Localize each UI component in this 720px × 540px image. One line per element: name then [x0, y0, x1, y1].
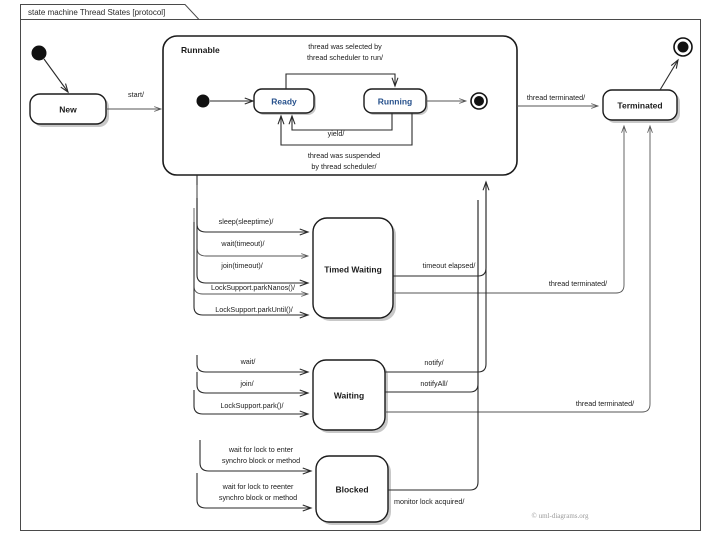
label-lock-reenter-line1: wait for lock to reenter	[222, 482, 294, 491]
label-wait-timeout: wait(timeout)/	[220, 239, 264, 248]
label-park-until: LockSupport.parkUntil()/	[215, 305, 293, 314]
edge-join	[196, 372, 310, 397]
edge-running-to-ready-suspended	[277, 113, 413, 146]
edge-lock-reenter	[196, 473, 313, 512]
initial-pseudostate-start	[31, 45, 69, 94]
label-notify-all: notifyAll/	[420, 379, 447, 388]
watermark-text: © uml-diagrams.org	[532, 512, 589, 520]
edge-lock-enter	[199, 440, 313, 475]
label-park-nanos: LockSupport.parkNanos()/	[211, 283, 295, 292]
edge-park	[193, 390, 310, 418]
label-park: LockSupport.park()/	[220, 401, 283, 410]
edge-park-until	[193, 222, 310, 319]
transition-runnable-terminated: thread terminated/	[517, 93, 600, 109]
transition-yield: yield/	[288, 113, 393, 138]
frame-title-tab	[20, 4, 201, 20]
transitions-to-timed-waiting: sleep(sleeptime)/ wait(timeout)/ join(ti…	[193, 175, 310, 319]
label-suspended-line1: thread was suspended	[308, 151, 380, 160]
transition-suspended: thread was suspended by thread scheduler…	[277, 113, 413, 171]
transition-selected-to-run: thread was selected by thread scheduler …	[285, 42, 399, 89]
label-join-timeout: join(timeout)/	[220, 261, 263, 270]
label-join: join/	[239, 379, 253, 388]
label-suspended-line2: by thread scheduler/	[311, 162, 376, 171]
frame-title-text: state machine Thread States [protocol]	[28, 8, 165, 17]
label-thread-terminated-waiting: thread terminated/	[576, 399, 634, 408]
state-blocked-box	[315, 455, 389, 523]
state-terminated[interactable]: Terminated	[602, 89, 680, 123]
label-lock-enter-line1: wait for lock to enter	[228, 445, 294, 454]
initial-pseudostate-runnable-icon	[196, 94, 210, 108]
transition-monitor-acquired: monitor lock acquired/	[388, 200, 479, 506]
composite-runnable-box	[162, 35, 518, 176]
edge-monitor-acquired	[388, 200, 479, 491]
transitions-to-blocked: wait for lock to enter synchro block or …	[196, 440, 313, 512]
label-notify: notify/	[424, 358, 443, 367]
state-waiting[interactable]: Waiting	[312, 359, 388, 433]
state-running[interactable]: Running	[363, 88, 428, 115]
state-timed-waiting-label: Timed Waiting	[324, 264, 382, 274]
edge-initial-to-new	[43, 58, 69, 94]
label-wait: wait/	[240, 357, 256, 366]
transition-timed-waiting-terminated: thread terminated/	[393, 124, 627, 294]
label-monitor-acquired: monitor lock acquired/	[394, 497, 464, 506]
state-new-label: New	[59, 104, 77, 114]
state-ready-box	[253, 88, 315, 114]
edge-wait	[196, 355, 310, 376]
label-sleep: sleep(sleeptime)/	[219, 217, 274, 226]
state-ready[interactable]: Ready	[253, 88, 316, 115]
final-state-runnable-inner	[474, 96, 484, 106]
state-timed-waiting-box	[312, 217, 394, 319]
state-terminated-box	[602, 89, 678, 121]
state-terminated-label: Terminated	[617, 100, 662, 110]
label-start: start/	[128, 90, 144, 99]
edge-terminated-to-final	[659, 58, 679, 91]
edge-running-to-ready-yield	[288, 113, 393, 131]
transition-terminated-to-final	[659, 37, 693, 91]
label-selected-line2: thread scheduler to run/	[307, 53, 383, 62]
transition-running-to-final	[426, 92, 488, 110]
edge-join-timeout	[196, 198, 310, 287]
state-blocked-label: Blocked	[335, 484, 368, 494]
state-timed-waiting[interactable]: Timed Waiting	[312, 217, 396, 321]
label-lock-reenter-line2: synchro block or method	[219, 493, 297, 502]
label-lock-enter-line2: synchro block or method	[222, 456, 300, 465]
state-running-label: Running	[378, 96, 412, 106]
transitions-to-waiting: wait/ join/ LockSupport.park()/	[193, 355, 310, 418]
label-timeout-elapsed: timeout elapsed/	[423, 261, 476, 270]
state-waiting-label: Waiting	[334, 390, 364, 400]
label-yield: yield/	[328, 129, 345, 138]
state-waiting-box	[312, 359, 386, 431]
state-ready-label: Ready	[271, 96, 297, 106]
transition-waiting-terminated: thread terminated/	[385, 124, 653, 413]
composite-state-runnable[interactable]: Runnable Ready Running thread was select…	[162, 35, 518, 176]
state-new[interactable]: New	[29, 93, 109, 127]
state-blocked[interactable]: Blocked	[315, 455, 391, 525]
edge-ready-to-running	[285, 73, 399, 89]
transition-start: start/	[106, 90, 163, 112]
composite-runnable-label: Runnable	[181, 45, 220, 55]
label-thread-terminated-timed: thread terminated/	[549, 279, 607, 288]
label-selected-line1: thread was selected by	[308, 42, 382, 51]
edge-timed-waiting-to-terminated	[393, 124, 627, 294]
initial-pseudostate-icon	[31, 45, 47, 61]
edge-waiting-to-terminated	[385, 124, 653, 413]
label-thread-terminated-top: thread terminated/	[527, 93, 585, 102]
final-state-inner	[677, 41, 689, 53]
